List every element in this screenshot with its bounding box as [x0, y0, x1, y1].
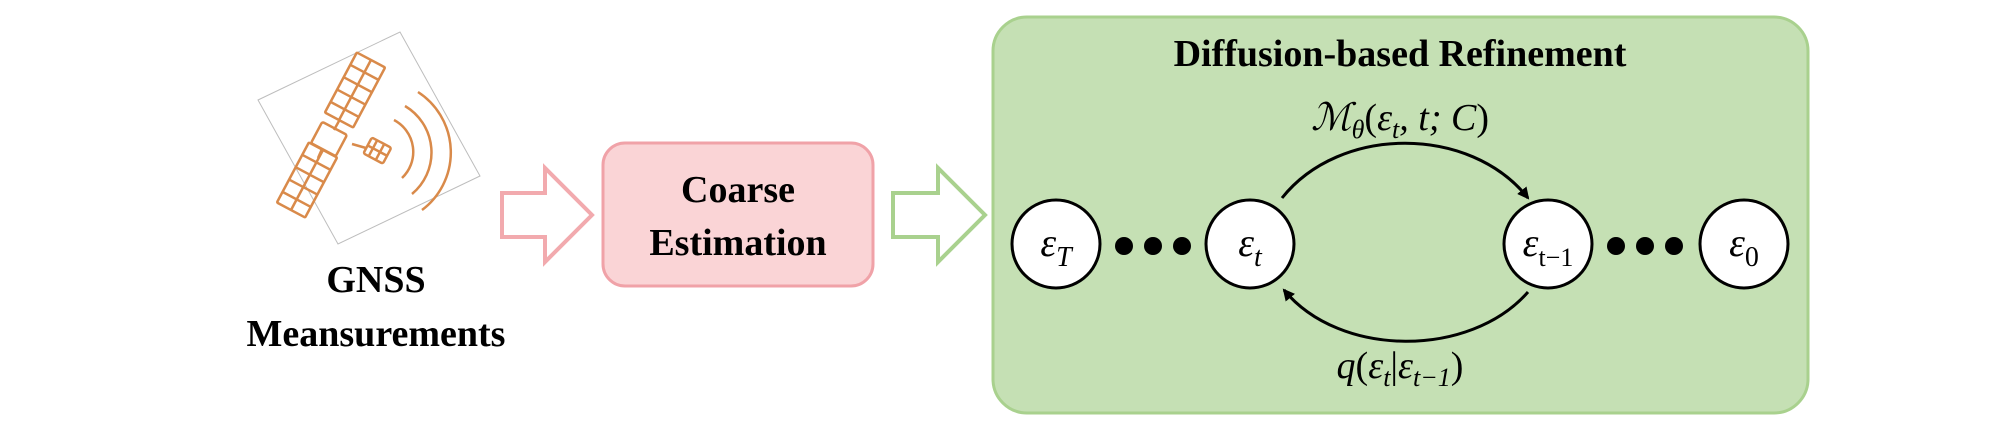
gnss-label-line1: GNSS [326, 259, 425, 301]
flow-arrow-coarse-to-refinement [891, 163, 988, 267]
svg-text:εt−1: εt−1 [1523, 220, 1574, 272]
ellipsis-left [1115, 237, 1191, 255]
reverse-arc-arrow [1282, 288, 1530, 343]
node-eps-t-minus-1: εt−1 [1502, 198, 1594, 290]
node-eps-t: εt [1204, 198, 1296, 290]
svg-text:εT: εT [1040, 220, 1074, 273]
flow-arrow-input-to-coarse [500, 163, 595, 267]
gnss-label-line2: Meansurements [247, 313, 506, 355]
node-eps-0: ε0 [1698, 198, 1790, 290]
svg-text:εt: εt [1238, 220, 1263, 273]
ellipsis-right [1607, 237, 1683, 255]
coarse-estimation-box [601, 141, 875, 288]
coarse-label-line1: Coarse [681, 169, 795, 211]
node-eps-T: εT [1010, 198, 1102, 290]
refinement-panel [991, 15, 1810, 415]
forward-process-label: ℳθ(εt, t; C) [1311, 97, 1489, 144]
forward-arc-arrow [1280, 141, 1530, 200]
coarse-label-line2: Estimation [649, 222, 826, 264]
reverse-process-label: q(εt|εt−1) [1337, 345, 1464, 392]
svg-text:ε0: ε0 [1729, 220, 1759, 273]
refinement-title: Diffusion-based Refinement [1174, 33, 1627, 75]
satellite-icon [257, 31, 481, 245]
